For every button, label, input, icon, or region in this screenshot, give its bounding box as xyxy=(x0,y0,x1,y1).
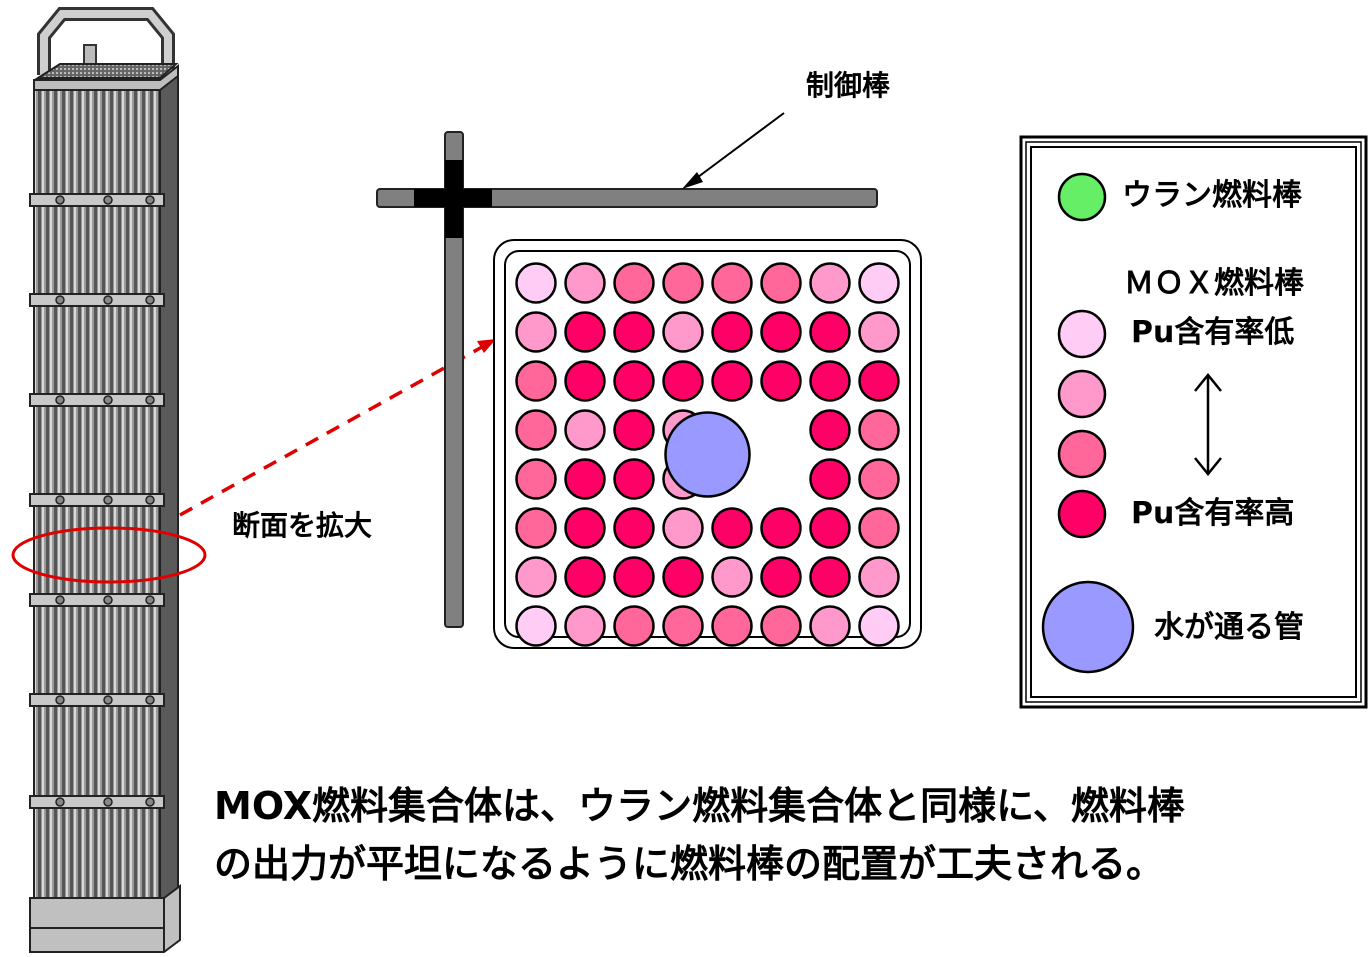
fuel-rod-pu-high xyxy=(613,556,655,598)
fuel-assembly xyxy=(29,7,181,953)
fuel-rod-pu-high xyxy=(613,507,655,549)
fuel-rod-pu-high xyxy=(662,360,704,402)
fuel-rod-pu-low xyxy=(564,262,606,304)
fuel-rod-pu-high xyxy=(809,507,851,549)
legend-pu-low-label: Pu含有率低 xyxy=(1131,315,1295,350)
fuel-rod-pu-high xyxy=(809,458,851,500)
caption-line-2: の出力が平坦になるように燃料棒の配置が工夫される。 xyxy=(214,842,1165,886)
fuel-rod-pu-mid xyxy=(613,605,655,647)
fuel-rod-grid xyxy=(515,262,900,647)
control-rod-label: 制御棒 xyxy=(806,69,891,102)
control-rod xyxy=(376,131,878,628)
fuel-rod-pu-high xyxy=(564,458,606,500)
fuel-rod-pu-mid xyxy=(760,262,802,304)
fuel-rod-pu-low xyxy=(564,605,606,647)
legend-swatch-pu-very-low xyxy=(1057,309,1107,359)
fuel-rod-pu-high xyxy=(809,311,851,353)
legend-swatch-uranium xyxy=(1057,172,1107,222)
fuel-rod-pu-mid xyxy=(515,507,557,549)
fuel-rod-pu-high xyxy=(564,507,606,549)
fuel-rod-pu-high xyxy=(564,360,606,402)
fuel-rod-pu-high xyxy=(809,409,851,451)
fuel-rod-pu-high xyxy=(564,556,606,598)
fuel-rod-pu-low xyxy=(809,262,851,304)
fuel-rod-pu-mid xyxy=(858,458,900,500)
fuel-rod-pu-high xyxy=(760,360,802,402)
fuel-rod-pu-low xyxy=(711,556,753,598)
fuel-rod-pu-mid xyxy=(858,409,900,451)
fuel-rod-pu-low xyxy=(809,605,851,647)
fuel-rod-pu-high xyxy=(613,458,655,500)
fuel-rod-pu-mid xyxy=(515,458,557,500)
fuel-rod-pu-high xyxy=(613,311,655,353)
fuel-rod-pu-high xyxy=(760,507,802,549)
fuel-rod-pu-mid xyxy=(662,605,704,647)
fuel-rod-pu-very-low xyxy=(515,605,557,647)
zoom-arrow-head xyxy=(477,339,496,353)
fuel-rod-pu-low xyxy=(662,507,704,549)
fuel-rod-pu-very-low xyxy=(858,262,900,304)
legend-mox-label: ＭＯＸ燃料棒 xyxy=(1124,266,1304,301)
legend-swatch-pu-mid xyxy=(1057,429,1107,479)
legend-uranium-label: ウラン燃料棒 xyxy=(1122,178,1302,213)
fuel-rod-pu-high xyxy=(809,360,851,402)
fuel-rods-front xyxy=(33,89,161,936)
fuel-rod-pu-very-low xyxy=(858,605,900,647)
fuel-rod-pu-high xyxy=(711,311,753,353)
fuel-rod-pu-mid xyxy=(858,507,900,549)
legend-swatch-pu-low xyxy=(1057,369,1107,419)
fuel-rod-pu-high xyxy=(760,556,802,598)
fuel-rod-pu-low xyxy=(515,311,557,353)
fuel-rod-pu-high xyxy=(760,311,802,353)
cross-section-highlight xyxy=(11,526,207,584)
cross-section-label: 断面を拡大 xyxy=(232,509,373,542)
fuel-rod-pu-mid xyxy=(662,262,704,304)
fuel-rod-pu-mid xyxy=(760,605,802,647)
fuel-rod-pu-low xyxy=(564,409,606,451)
fuel-rod-pu-mid xyxy=(613,262,655,304)
fuel-rod-pu-high xyxy=(711,507,753,549)
fuel-rod-pu-high xyxy=(613,409,655,451)
legend-water-label: 水が通る管 xyxy=(1154,610,1304,645)
fuel-rod-pu-low xyxy=(858,556,900,598)
water-rod xyxy=(664,411,751,498)
zoom-arrow-line xyxy=(179,345,483,517)
fuel-rod-pu-high xyxy=(613,360,655,402)
legend-swatch-water xyxy=(1041,580,1135,674)
legend-pu-high-label: Pu含有率高 xyxy=(1131,496,1295,531)
fuel-rod-pu-very-low xyxy=(515,262,557,304)
fuel-rod-pu-mid xyxy=(515,360,557,402)
caption-line-1: MOX燃料集合体は、ウラン燃料集合体と同様に、燃料棒 xyxy=(214,784,1185,828)
legend-swatch-pu-high xyxy=(1057,489,1107,539)
top-nozzle xyxy=(34,63,179,79)
fuel-rod-pu-low xyxy=(858,311,900,353)
legend-frame xyxy=(1019,135,1368,709)
fuel-rod-pu-high xyxy=(711,360,753,402)
fuel-rod-pu-high xyxy=(809,556,851,598)
pu-range-arrow xyxy=(1194,373,1222,476)
fuel-rod-pu-mid xyxy=(711,262,753,304)
fuel-rod-pu-low xyxy=(515,556,557,598)
fuel-rod-pu-mid xyxy=(711,605,753,647)
fuel-rod-pu-high xyxy=(662,556,704,598)
fuel-rod-pu-low xyxy=(662,311,704,353)
fuel-rod-pu-mid xyxy=(515,409,557,451)
control-rod-pointer xyxy=(689,112,785,184)
fuel-rod-pu-high xyxy=(858,360,900,402)
fuel-rod-pu-high xyxy=(564,311,606,353)
